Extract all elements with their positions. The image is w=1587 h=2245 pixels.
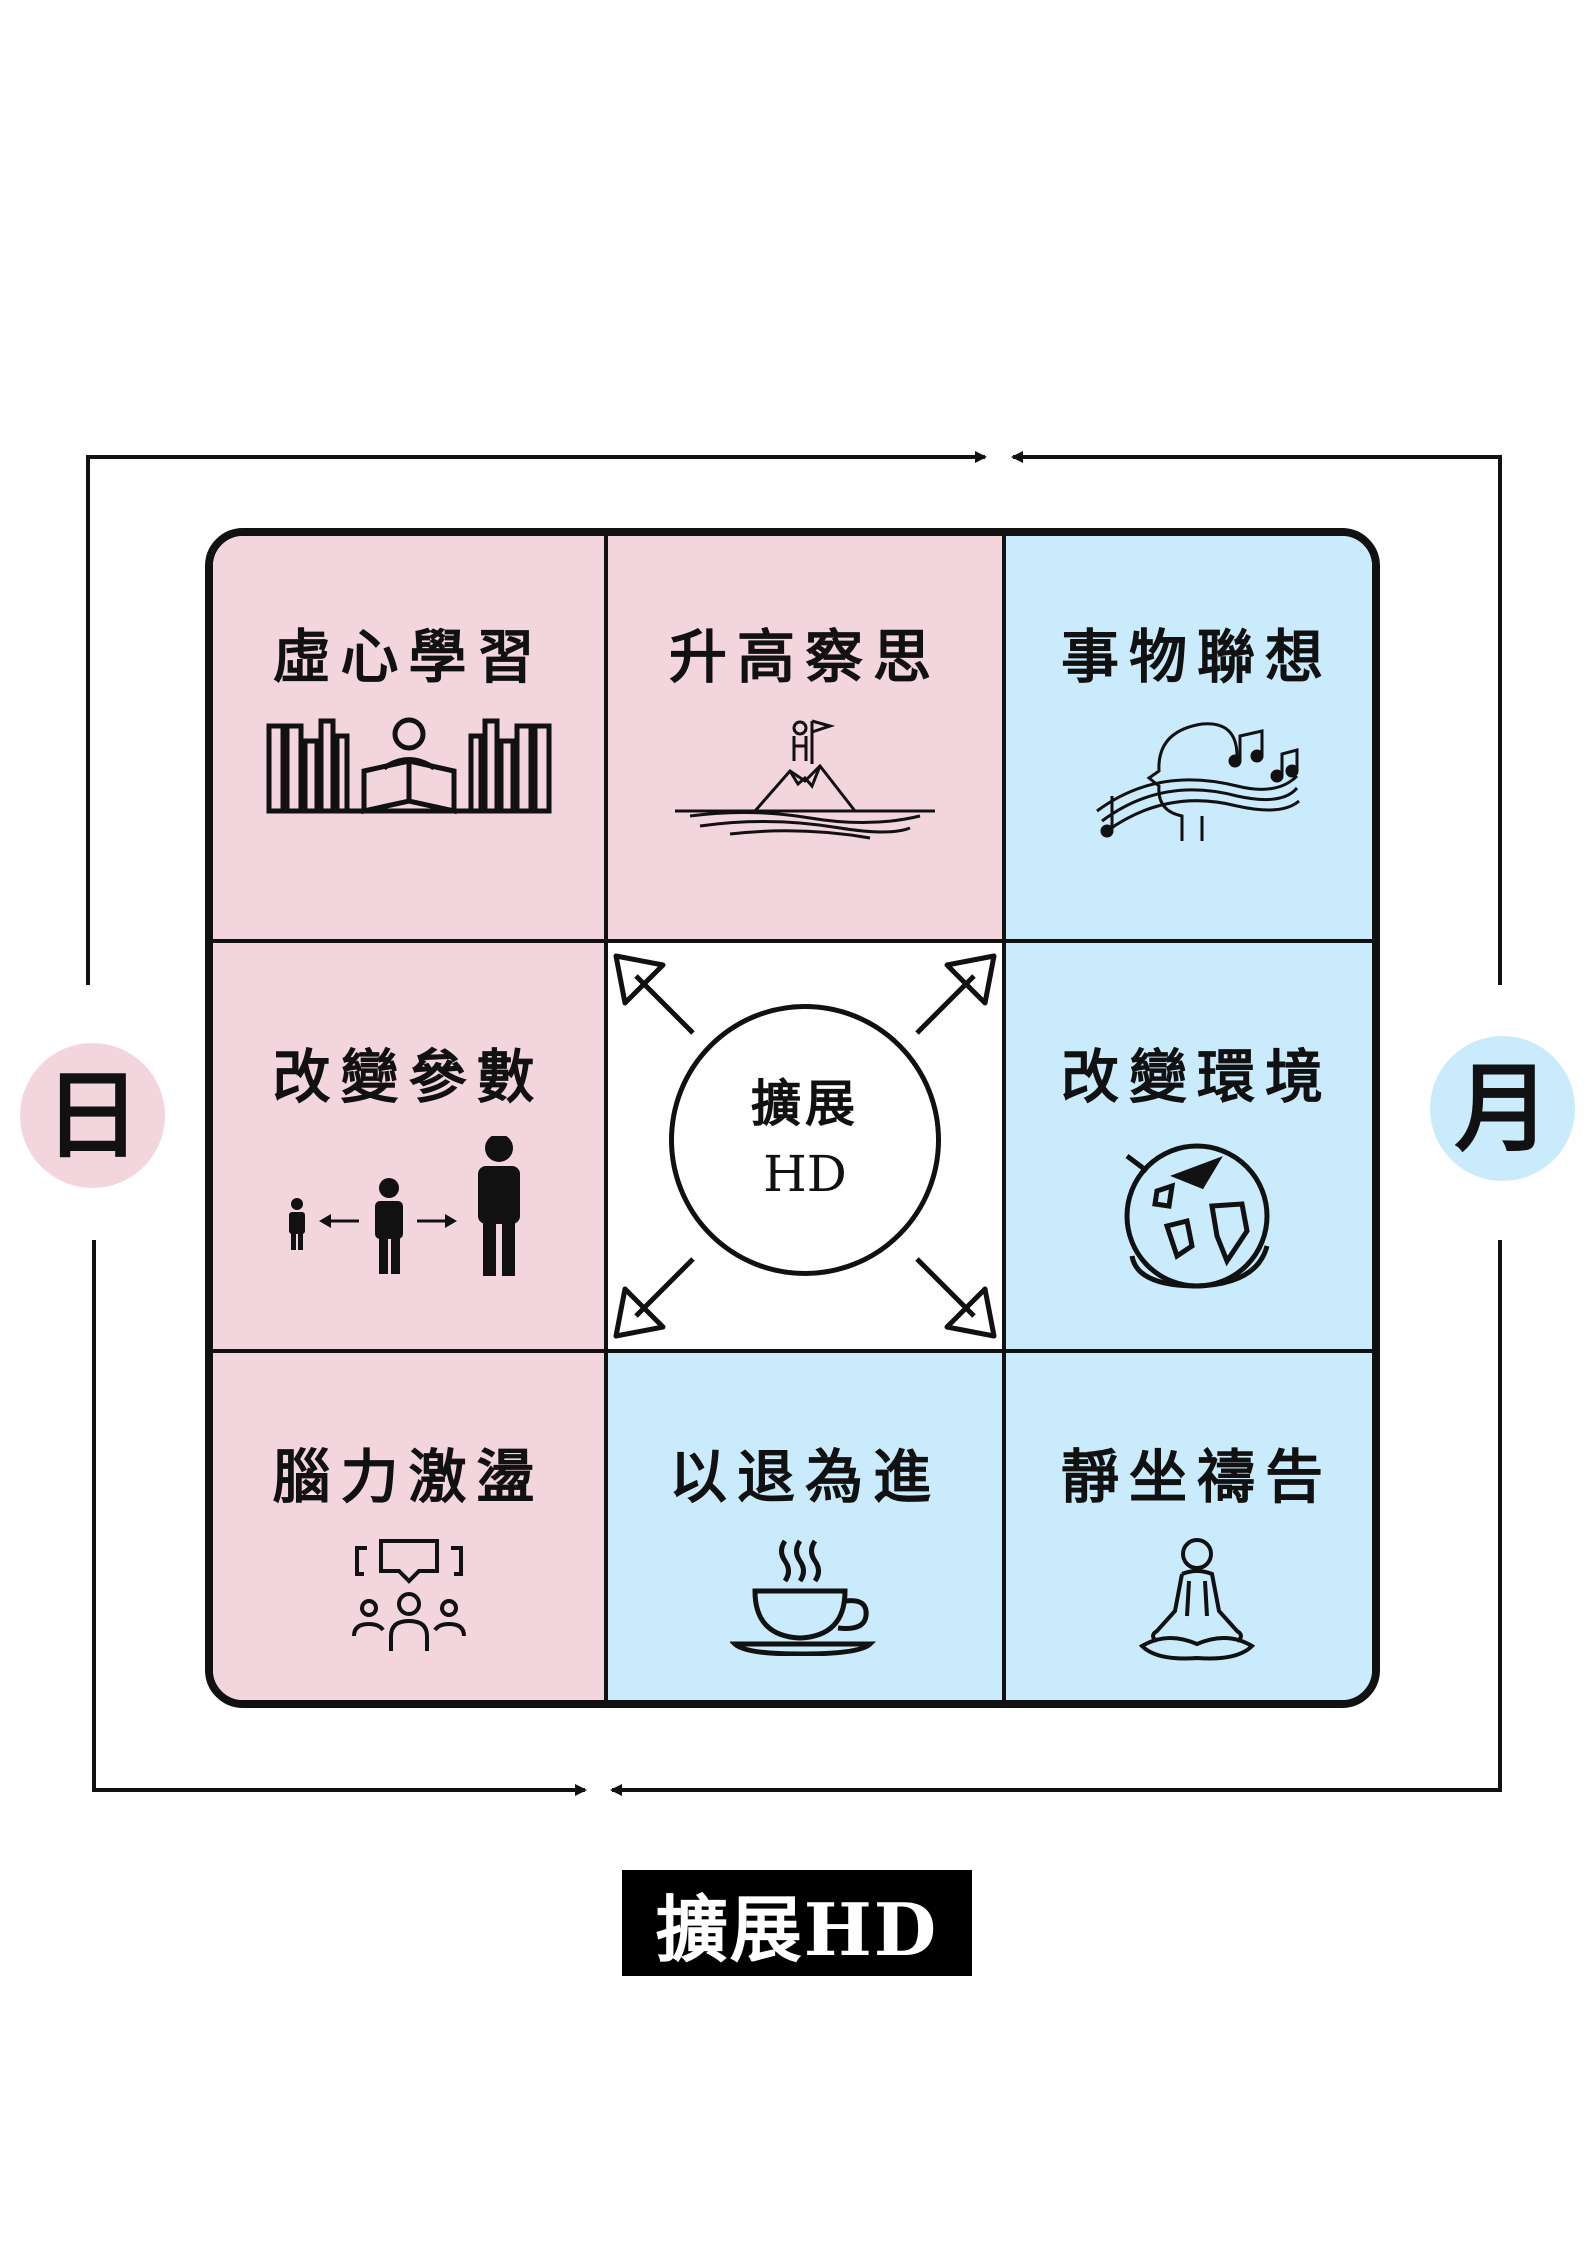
strategy-grid: 虛心學習 升高察思 bbox=[205, 528, 1380, 1708]
top-left-bracket bbox=[86, 451, 987, 985]
center-title: 擴展 bbox=[751, 1073, 859, 1133]
sun-badge: 日 bbox=[20, 1043, 165, 1188]
cell-brainstorm: 腦力激盪 bbox=[213, 1353, 608, 1700]
cell-center-expand: 擴展 HD bbox=[608, 943, 1006, 1353]
center-subtitle: HD bbox=[763, 1144, 847, 1203]
cell-label: 升高察思 bbox=[668, 623, 941, 691]
cell-label: 事物聯想 bbox=[1060, 623, 1333, 691]
footer-title-text: 擴展HD bbox=[655, 1886, 939, 1972]
moon-badge: 月 bbox=[1430, 1036, 1575, 1181]
center-arrows bbox=[613, 953, 997, 1339]
globe-airplane-icon bbox=[1117, 1136, 1277, 1296]
cell-label: 改變參數 bbox=[272, 1043, 545, 1111]
mountain-summit-flag-icon bbox=[670, 716, 940, 846]
cell-label: 虛心學習 bbox=[272, 623, 545, 691]
cell-label: 改變環境 bbox=[1060, 1043, 1333, 1111]
bottom-right-bracket bbox=[610, 1240, 1502, 1796]
person-scale-arrows-icon bbox=[279, 1136, 539, 1276]
cell-rise-observe: 升高察思 bbox=[608, 536, 1006, 943]
cell-label: 腦力激盪 bbox=[272, 1443, 545, 1511]
bottom-left-bracket bbox=[92, 1240, 587, 1796]
cell-association: 事物聯想 bbox=[1006, 536, 1372, 943]
reading-library-icon bbox=[264, 716, 554, 816]
cell-meditation: 靜坐禱告 bbox=[1006, 1353, 1372, 1700]
cell-label: 靜坐禱告 bbox=[1060, 1443, 1333, 1511]
coffee-cup-icon bbox=[730, 1536, 880, 1656]
cell-retreat-advance: 以退為進 bbox=[608, 1353, 1006, 1700]
meditation-person-icon bbox=[1127, 1536, 1267, 1666]
top-right-bracket bbox=[1011, 451, 1502, 985]
cell-humble-learning: 虛心學習 bbox=[213, 536, 608, 943]
cell-change-environment: 改變環境 bbox=[1006, 943, 1372, 1353]
brainstorm-group-icon bbox=[339, 1536, 479, 1656]
moon-label: 月 bbox=[1454, 1051, 1551, 1165]
sun-label: 日 bbox=[44, 1058, 141, 1172]
head-music-notes-icon bbox=[1087, 716, 1307, 846]
cell-label: 以退為進 bbox=[668, 1443, 941, 1511]
cell-change-parameters: 改變參數 bbox=[213, 943, 608, 1353]
footer-title: 擴展HD bbox=[622, 1870, 972, 1976]
center-circle: 擴展 HD bbox=[669, 1004, 941, 1276]
